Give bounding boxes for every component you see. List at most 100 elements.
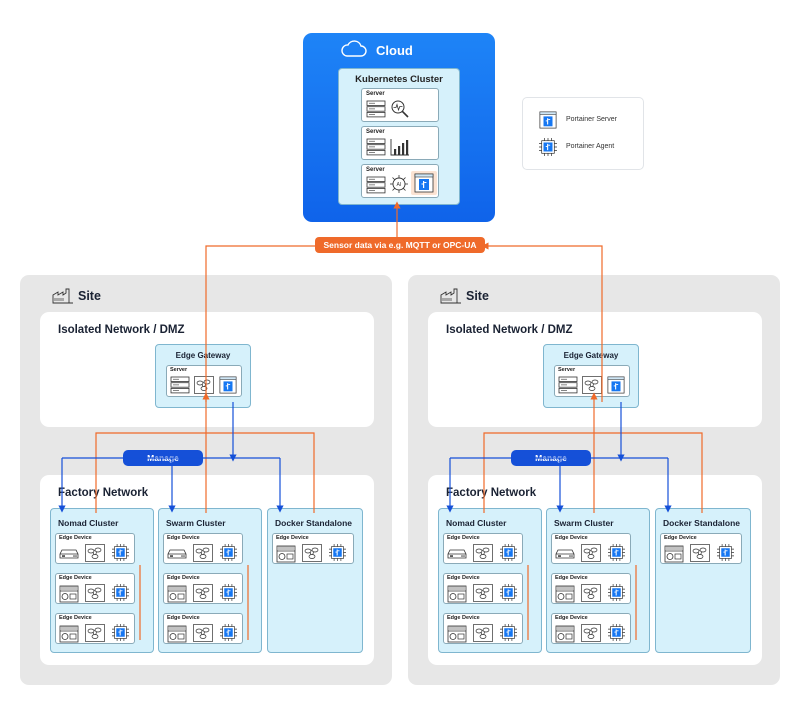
sensor-data-line: [483, 432, 703, 513]
edge-device: Edge Device: [55, 613, 135, 644]
site-title: Site: [466, 289, 489, 303]
sensor-data-label: Sensor data via e.g. MQTT or OPC-UA: [315, 237, 485, 253]
network-nodes-icon: [581, 544, 601, 562]
edge-gateway-title: Edge Gateway: [563, 351, 619, 360]
cloud-server: Server: [361, 88, 439, 122]
plc-icon: [167, 625, 187, 643]
network-nodes-icon: [473, 584, 493, 602]
legend-label: Portainer Agent: [566, 143, 615, 150]
server-label: Server: [558, 367, 576, 373]
legend: Portainer Server Portainer Agent: [522, 97, 644, 170]
edge-device-label: Edge Device: [276, 535, 309, 541]
plc-icon: [59, 585, 79, 603]
monitoring-magnifier-icon: [391, 100, 409, 118]
plc-icon: [447, 585, 467, 603]
router-icon: [59, 545, 79, 561]
network-nodes-icon: [690, 544, 710, 562]
router-icon: [167, 545, 187, 561]
bar-chart-icon: [390, 139, 409, 156]
edge-device: Edge Device: [443, 613, 523, 644]
ai-chip-icon: AI: [390, 175, 408, 193]
portainer-agent-icon: [500, 544, 517, 561]
factory-icon: [440, 288, 462, 304]
plc-icon: [447, 625, 467, 643]
cluster-title: Swarm Cluster: [554, 518, 614, 528]
edge-device-label: Edge Device: [167, 575, 200, 581]
edge-device: Edge Device: [443, 573, 523, 604]
kubernetes-cluster: Kubernetes Cluster Server Server: [338, 68, 460, 205]
sensor-data-line: [95, 432, 315, 513]
network-nodes-icon: [193, 544, 213, 562]
network-nodes-icon: [85, 584, 105, 602]
gateway-server: Server: [166, 365, 242, 397]
portainer-agent-icon: [112, 544, 129, 561]
edge-device: Edge Device: [443, 533, 523, 564]
dmz-title: Isolated Network / DMZ: [446, 324, 573, 336]
portainer-server-icon: [219, 376, 237, 394]
svg-text:AI: AI: [397, 182, 402, 188]
network-nodes-icon: [302, 544, 322, 562]
portainer-agent-icon: [608, 584, 625, 601]
edge-device-label: Edge Device: [59, 535, 92, 541]
network-nodes-icon: [581, 584, 601, 602]
portainer-agent-icon: [112, 624, 129, 641]
edge-device-label: Edge Device: [555, 535, 588, 541]
router-icon: [447, 545, 467, 561]
server-rack-icon: [170, 376, 190, 394]
plc-icon: [555, 625, 575, 643]
server-rack-icon: [366, 176, 386, 194]
cloud-title: Cloud: [376, 43, 413, 58]
server-label: Server: [366, 91, 385, 97]
dmz-title: Isolated Network / DMZ: [58, 324, 185, 336]
server-label: Server: [170, 367, 188, 373]
portainer-agent-icon: [220, 624, 237, 641]
portainer-agent-icon: [500, 624, 517, 641]
kubernetes-cluster-title: Kubernetes Cluster: [355, 74, 443, 85]
cluster-title: Docker Standalone: [275, 518, 352, 528]
portainer-agent-icon: [717, 544, 734, 561]
edge-device: Edge Device: [551, 573, 631, 604]
portainer-agent-icon: [539, 138, 557, 156]
server-label: Server: [366, 129, 385, 135]
server-rack-icon: [366, 138, 386, 156]
cluster-title: Swarm Cluster: [166, 518, 226, 528]
portainer-server-highlight: [411, 171, 437, 195]
edge-device-label: Edge Device: [59, 575, 92, 581]
sensor-data-line: [205, 245, 315, 402]
plc-icon: [276, 545, 296, 563]
router-icon: [555, 545, 575, 561]
sensor-data-line: [481, 242, 603, 402]
edge-device-label: Edge Device: [59, 615, 92, 621]
plc-icon: [167, 585, 187, 603]
edge-device-label: Edge Device: [447, 535, 480, 541]
edge-device: Edge Device: [163, 613, 243, 644]
edge-device: Edge Device: [163, 533, 243, 564]
network-nodes-icon: [85, 624, 105, 642]
edge-device-label: Edge Device: [447, 575, 480, 581]
network-nodes-icon: [193, 584, 213, 602]
cloud-server: Server AI: [361, 164, 439, 198]
portainer-agent-icon: [500, 584, 517, 601]
cloud-icon: [341, 40, 367, 58]
server-rack-icon: [558, 376, 578, 394]
portainer-server-icon: [539, 111, 557, 129]
edge-device: Edge Device: [55, 573, 135, 604]
edge-device: Edge Device: [163, 573, 243, 604]
edge-device-label: Edge Device: [447, 615, 480, 621]
network-nodes-icon: [582, 376, 602, 394]
plc-icon: [59, 625, 79, 643]
network-nodes-icon: [85, 544, 105, 562]
cloud-panel: Cloud Kubernetes Cluster Server Server: [303, 33, 495, 222]
server-rack-icon: [366, 100, 386, 118]
gateway-server: Server: [554, 365, 630, 397]
